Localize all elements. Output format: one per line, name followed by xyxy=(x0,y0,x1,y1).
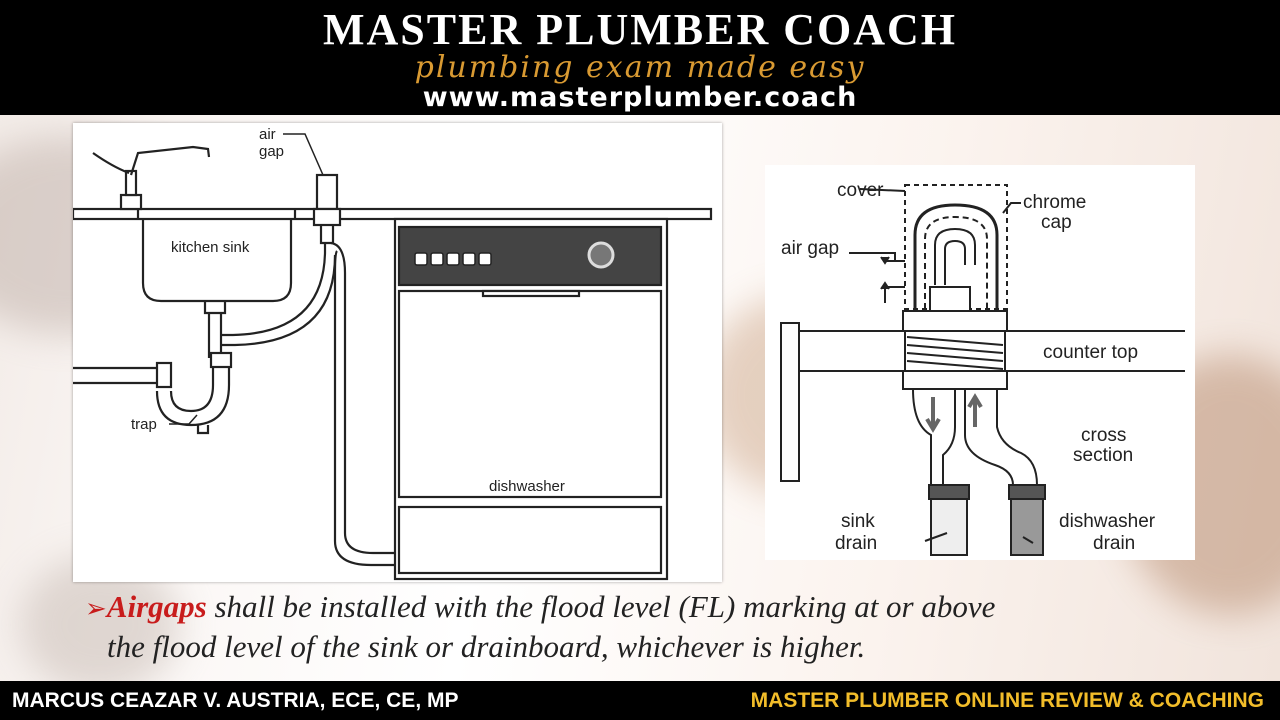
label-dishwasher-drain-line2: drain xyxy=(1093,533,1135,554)
note-line1: shall be installed with the flood level … xyxy=(206,589,996,624)
dishwasher-door xyxy=(397,289,663,499)
faucet-spout xyxy=(92,145,211,176)
label-dishwasher-drain-line1: dishwasher xyxy=(1059,511,1156,532)
site-tagline: plumbing exam made easy xyxy=(414,50,866,85)
footer-banner: MARCUS CEAZAR V. AUSTRIA, ECE, CE, MP MA… xyxy=(0,681,1280,720)
p-trap xyxy=(155,367,231,427)
site-url[interactable]: www.masterplumber.coach xyxy=(422,82,858,113)
label-chrome-line1: chrome xyxy=(1023,192,1086,213)
footer-author: MARCUS CEAZAR V. AUSTRIA, ECE, CE, MP xyxy=(12,689,459,712)
label-dishwasher: dishwasher xyxy=(489,478,565,495)
label-sink-drain-line2: drain xyxy=(835,533,877,554)
label-chrome-line2: cap xyxy=(1041,212,1072,233)
label-cross-line1: cross xyxy=(1081,425,1126,446)
sink-dishwasher-diagram: air gap kitchen sink trap dishwasher xyxy=(71,123,722,582)
label-air-gap-line2: gap xyxy=(259,143,284,160)
label-counter-top: counter top xyxy=(1043,342,1138,363)
chrome-cap xyxy=(913,203,999,309)
label-air-gap-line1: air xyxy=(259,126,276,143)
label-trap: trap xyxy=(131,416,157,433)
note-line2: the flood level of the sink or drainboar… xyxy=(107,629,866,664)
label-cover: cover xyxy=(837,180,884,201)
bullet-arrow-icon: ➢ xyxy=(85,594,107,623)
dishwasher-hose xyxy=(330,241,395,567)
counter-edge xyxy=(780,322,800,482)
dishwasher-kickplate xyxy=(397,505,663,575)
cover-outline xyxy=(904,184,1008,310)
faucet-base xyxy=(119,193,143,211)
dishwasher-knob xyxy=(587,241,615,269)
note-keyword: Airgaps xyxy=(106,589,207,624)
air-gap-cross-section-diagram: cover chrome cap air gap counter top cro… xyxy=(765,165,1195,560)
footer-program: MASTER PLUMBER ONLINE REVIEW & COACHING xyxy=(750,689,1264,712)
air-gap-device xyxy=(315,173,339,211)
label-cross-line2: section xyxy=(1073,445,1133,466)
site-title: MASTER PLUMBER COACH xyxy=(322,5,958,54)
header-banner: MASTER PLUMBER COACH plumbing exam made … xyxy=(0,0,1280,115)
countertop xyxy=(71,207,713,221)
sink-basin xyxy=(141,219,293,303)
air-gap-cross-section-illustration: cover chrome cap air gap counter top cro… xyxy=(780,180,1185,556)
waste-pipe xyxy=(73,366,171,385)
label-sink-drain-line1: sink xyxy=(841,511,875,532)
sink-dishwasher-illustration: air gap kitchen sink trap dishwasher xyxy=(71,126,713,581)
label-air-gap: air gap xyxy=(781,238,839,259)
airgap-note: ➢Airgaps shall be installed with the flo… xyxy=(85,588,1235,666)
label-kitchen-sink: kitchen sink xyxy=(171,239,250,256)
